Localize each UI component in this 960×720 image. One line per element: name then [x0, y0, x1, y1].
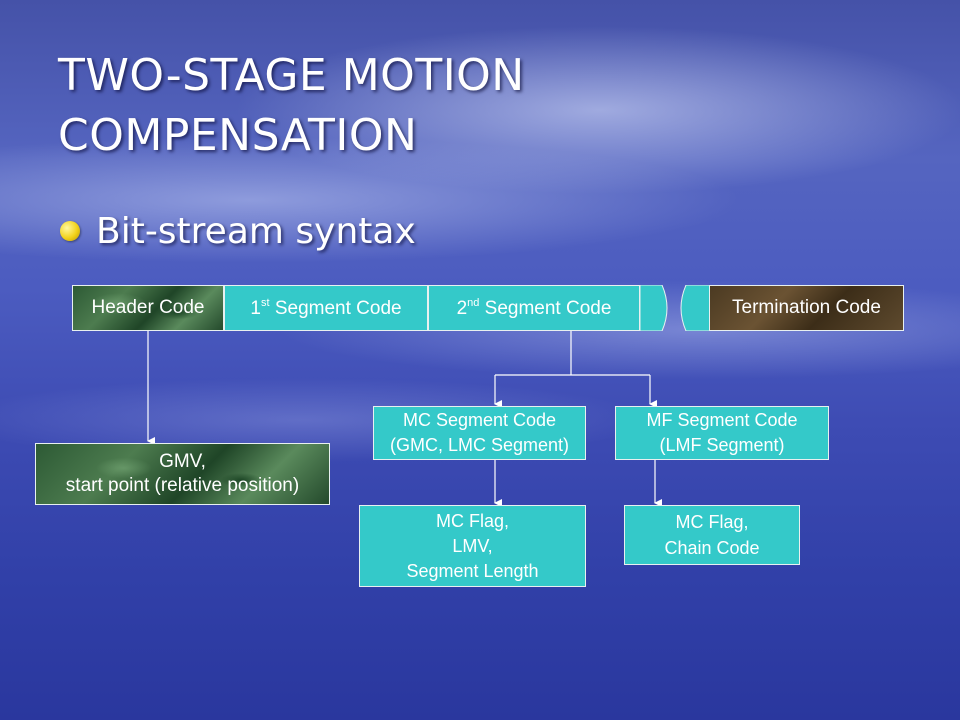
bullet-dot-icon: [60, 221, 80, 241]
mc-flag-lmv-line-2: LMV,: [452, 535, 493, 556]
termination-code-box: Termination Code: [709, 285, 904, 331]
segment-1-box: 1st Segment Code: [224, 285, 428, 331]
gmv-line-2: start point (relative position): [65, 475, 300, 496]
header-code-label: Header Code: [91, 297, 205, 318]
mc-flag-lmv-line-1: MC Flag,: [435, 510, 509, 531]
stream-break-right: [680, 285, 710, 331]
bullet-item: Bit-stream syntax: [60, 206, 416, 256]
gmv-line-1: GMV,: [159, 451, 206, 472]
termination-code-label: Termination Code: [732, 297, 881, 318]
header-code-box: Header Code: [72, 285, 224, 331]
segment-2-box: 2nd Segment Code: [428, 285, 640, 331]
segment-2-label: 2nd Segment Code: [456, 296, 612, 319]
mc-flag-chain-box: MC Flag, Chain Code: [624, 505, 800, 565]
gmv-box: GMV, start point (relative position): [35, 443, 330, 505]
mc-segment-line-1: MC Segment Code: [402, 410, 557, 430]
mc-flag-chain-line-1: MC Flag,: [675, 512, 749, 532]
title-line-2: COMPENSATION: [58, 110, 418, 161]
mc-flag-lmv-line-3: Segment Length: [406, 560, 539, 581]
segment-1-label: 1st Segment Code: [250, 296, 402, 319]
mf-segment-line-2: (LMF Segment): [659, 435, 785, 455]
mf-segment-line-1: MF Segment Code: [646, 410, 798, 430]
bullet-text: Bit-stream syntax: [96, 210, 416, 252]
stream-break-wavy: [640, 285, 710, 331]
mf-segment-box: MF Segment Code (LMF Segment): [615, 406, 829, 460]
stream-break-left: [640, 285, 668, 331]
mc-segment-box: MC Segment Code (GMC, LMC Segment): [373, 406, 586, 460]
mc-segment-line-2: (GMC, LMC Segment): [389, 435, 570, 455]
slide-title: TWO-STAGE MOTION COMPENSATION: [58, 46, 918, 166]
mc-flag-lmv-box: MC Flag, LMV, Segment Length: [359, 505, 586, 587]
mc-flag-chain-line-2: Chain Code: [664, 538, 760, 558]
title-line-1: TWO-STAGE MOTION: [58, 50, 525, 101]
